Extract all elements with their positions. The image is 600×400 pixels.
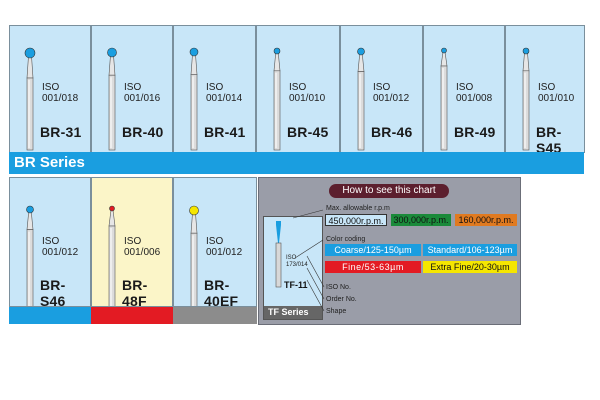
bur-br-41-icon [189,47,199,151]
grit-standard: Standard/106-123µm [423,244,517,256]
bur-br-46-icon [357,47,365,151]
iso-label: ISO [538,82,556,93]
bur-br-40-icon [107,47,117,151]
sample-iso: ISO [286,255,297,261]
series-label: BR Series [14,154,85,171]
grit-band-br-48f [91,307,173,324]
product-code: BR-45 [287,124,329,140]
max-rpm-label: Max. allowable r.p.m [326,205,390,212]
grit-band-br-s46 [9,307,91,324]
shape-label: Shape [326,308,347,315]
legend-pointer-lines [293,209,325,312]
bur-br-45-icon [273,47,281,151]
sample-card: ISO 173/014 TF-11 TF Series [263,216,323,320]
series-band [9,152,584,174]
bur-br-s45-icon [522,47,530,151]
iso-label: ISO [289,82,307,93]
iso-number: 001/006 [124,247,161,258]
bur-br-40ef-icon [189,205,199,306]
order-no-label: Order No. [326,296,357,303]
iso-label: ISO [42,236,60,247]
iso-label: ISO [124,236,142,247]
iso-label: ISO [206,236,224,247]
iso-number: 001/008 [456,93,493,104]
bur-br-31-icon [24,47,36,151]
product-code: BR-41 [204,124,246,140]
grit-extra-fine: Extra Fine/20-30µm [423,261,517,273]
rpm-300000: 300,000r.p.m. [391,214,451,226]
grit-coarse: Coarse/125-150µm [325,244,421,256]
rpm-160000: 160,000r.p.m. [455,214,517,226]
product-code: BR-31 [40,124,82,140]
legend-panel: How to see this chart Max. allowable r.p… [258,177,521,325]
rpm-450000: 450,000r.p.m. [325,214,387,226]
legend-title: How to see this chart [329,184,449,198]
iso-number: 001/012 [42,247,79,258]
product-code: BR-S45 [536,124,562,153]
iso-label: ISO [42,82,60,93]
sample-code: TF-11 [284,280,308,290]
grit-fine: Fine/53-63µm [325,261,421,273]
iso-number: 001/010 [289,93,326,104]
product-code: BR-48F [122,277,148,307]
iso-number: 001/016 [124,93,161,104]
sample-number: 173/014 [286,262,308,268]
iso-label: ISO [124,82,142,93]
product-code: BR-40 [122,124,164,140]
product-code: BR-40EF [204,277,239,307]
product-code: BR-S46 [40,277,66,307]
iso-number: 001/012 [206,247,243,258]
iso-label: ISO [456,82,474,93]
product-code: BR-46 [371,124,413,140]
iso-number: 001/012 [373,93,410,104]
iso-label: ISO [206,82,224,93]
sample-series: TF Series [264,306,322,319]
sample-bur-icon [275,221,282,288]
iso-no-label: ISO No. [326,284,351,291]
iso-label: ISO [373,82,391,93]
iso-number: 001/010 [538,93,575,104]
grit-band-br-40ef [173,307,257,324]
product-code: BR-49 [454,124,496,140]
bur-br-s46-icon [26,205,34,306]
iso-number: 001/014 [206,93,243,104]
bur-br-48f-icon [108,205,116,306]
bur-br-49-icon [440,47,448,151]
color-coding-label: Color coding [326,236,366,243]
iso-number: 001/018 [42,93,79,104]
